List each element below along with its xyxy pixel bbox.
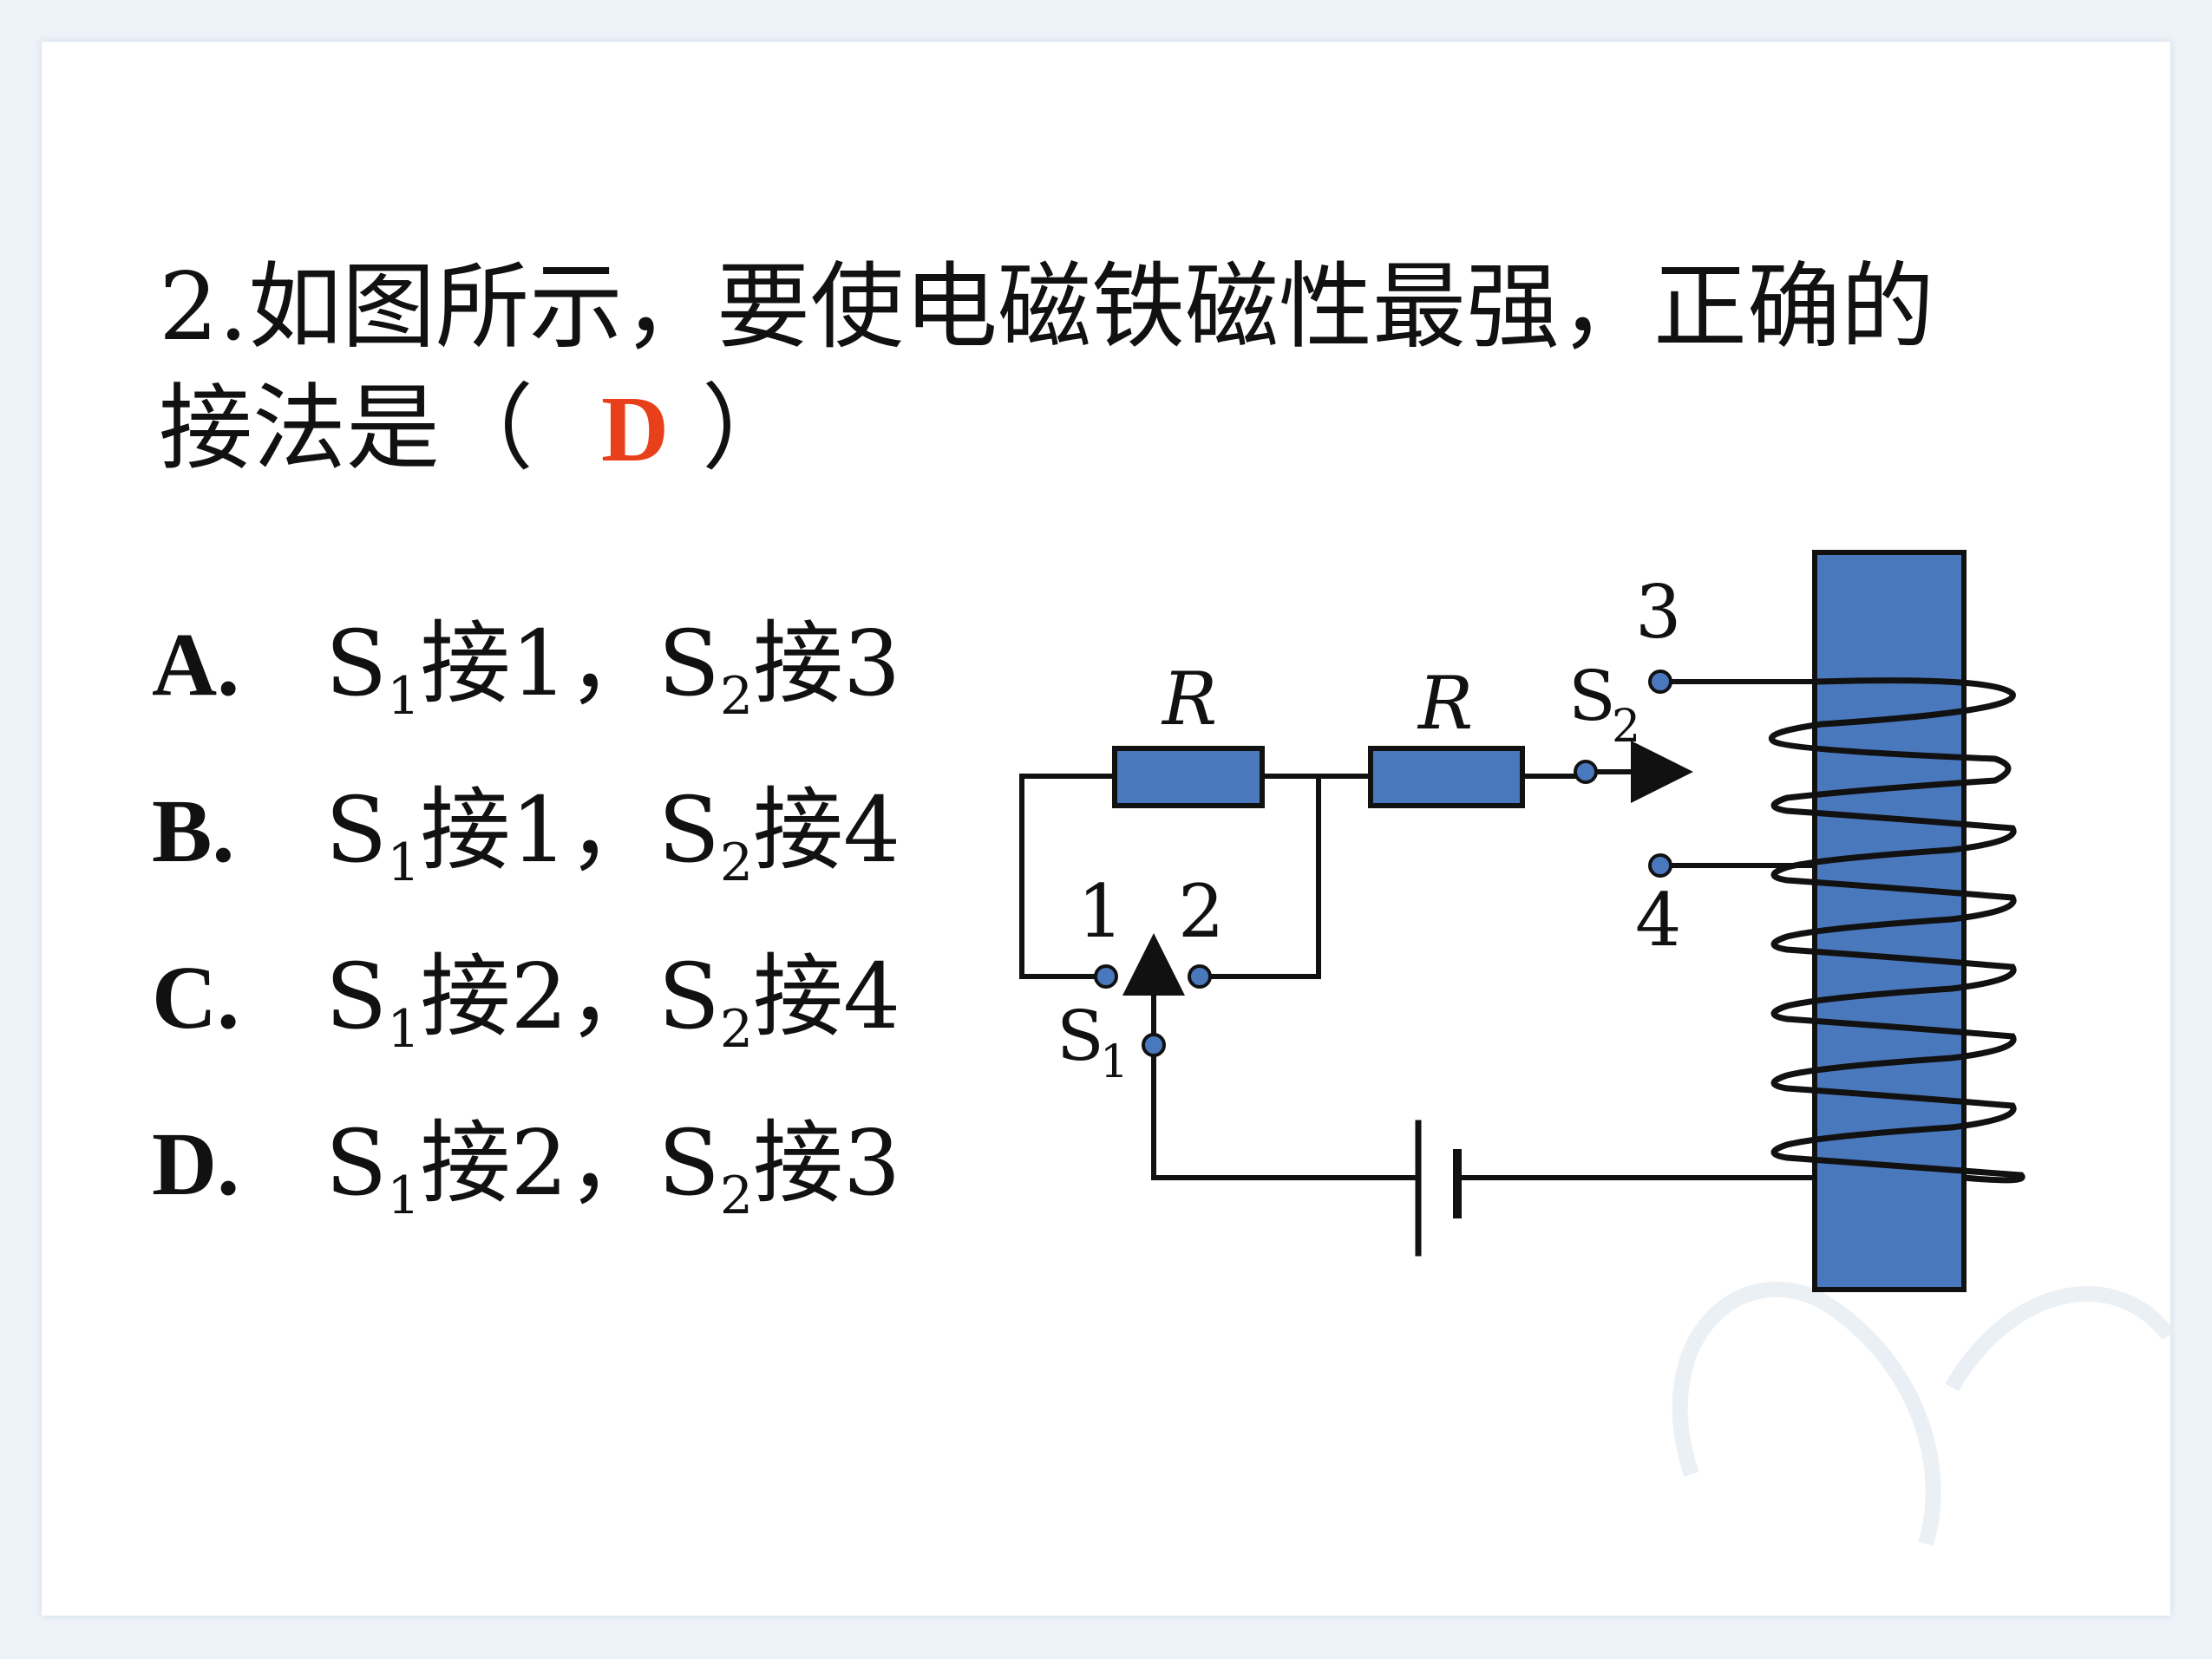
question-prefix: 接法是（ [159, 375, 534, 483]
option-a[interactable]: A. S1接1，S2接3 [152, 607, 900, 774]
option-letter: B. [152, 781, 235, 881]
switch-s2-label: S [1568, 656, 1616, 736]
contact-4-point [1648, 853, 1672, 878]
question-line-2: 接法是（ D ） [159, 369, 1934, 491]
contact-3-point [1648, 669, 1672, 694]
option-letter: C. [152, 948, 240, 1048]
contact-2-point [1188, 964, 1212, 989]
question-suffix: ） [702, 375, 796, 483]
resistor-1 [1112, 746, 1265, 808]
switch-s2-pivot [1574, 760, 1598, 784]
resistor-1-label: R [1161, 656, 1217, 741]
wire-right-branch [1194, 774, 1321, 979]
question-text: 2.如图所示，要使电磁铁磁性最强，正确的 接法是（ D ） [159, 247, 1934, 491]
option-d[interactable]: D. S1接2，S2接3 [152, 1107, 900, 1273]
contact-1-point [1094, 964, 1118, 989]
option-text: S1接1，S2接4 [325, 777, 901, 893]
resistor-2 [1368, 746, 1525, 808]
option-letter: A. [152, 615, 240, 715]
wire-left-branch [1019, 774, 1109, 979]
coil-windings [1769, 677, 2025, 1184]
contact-3-label: 3 [1635, 570, 1681, 655]
question-line-1: 2.如图所示，要使电磁铁磁性最强，正确的 [159, 253, 1935, 362]
contact-2-label: 2 [1178, 869, 1224, 954]
option-b[interactable]: B. S1接1，S2接4 [152, 774, 900, 940]
switch-s1-pivot [1142, 1033, 1166, 1057]
contact-4-label: 4 [1635, 878, 1681, 963]
switch-s1-label: S [1057, 996, 1104, 1076]
option-letter: D. [152, 1114, 240, 1214]
switch-s2-sub: 2 [1612, 701, 1640, 753]
switch-s1-sub: 1 [1100, 1036, 1129, 1088]
coil-segment [1769, 677, 2017, 871]
option-text: S1接2，S2接4 [325, 944, 901, 1060]
option-c[interactable]: C. S1接2，S2接4 [152, 940, 900, 1107]
contact-1-label: 1 [1077, 869, 1123, 954]
resistor-2-label: R [1417, 661, 1473, 746]
coil-segment [1770, 864, 2025, 1184]
wire-bottom-left [1151, 1042, 1421, 1180]
options-list: A. S1接1，S2接3 B. S1接1，S2接4 C. S1接2，S2接4 D. S1… [152, 607, 900, 1273]
option-text: S1接2，S2接3 [325, 1110, 901, 1226]
option-text: S1接1，S2接3 [325, 611, 901, 727]
answer-text: D [601, 378, 670, 481]
